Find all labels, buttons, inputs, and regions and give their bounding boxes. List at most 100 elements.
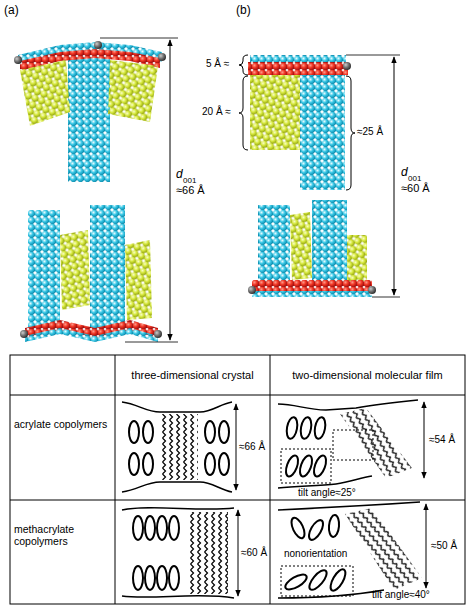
dotted-box — [281, 566, 353, 596]
yellow-block — [290, 212, 312, 280]
mesogen — [143, 453, 153, 475]
mesogen — [205, 421, 215, 443]
dimension-value: ≈60 Å — [241, 547, 267, 559]
annotation-text: tilt angle≈40° — [372, 589, 430, 601]
backbone-line — [122, 482, 232, 492]
annotation-text: tilt angle≈25° — [298, 487, 356, 499]
mesogen — [129, 453, 139, 475]
brace — [239, 76, 248, 150]
mesogen — [298, 454, 315, 478]
dimension-subscript: 001 — [408, 174, 421, 183]
row-header: acrylate copolymers — [14, 418, 114, 430]
mesogen — [133, 566, 143, 590]
dimension-arrow — [238, 510, 239, 596]
dimension-symbol: d — [176, 168, 183, 182]
table-rule — [10, 395, 465, 396]
dimension-arrow — [236, 404, 237, 490]
molecular-model-a — [14, 38, 178, 342]
cyan-column — [312, 200, 347, 285]
mesogen — [169, 516, 179, 540]
gray-atom — [248, 286, 256, 294]
cyan-layer — [25, 328, 158, 342]
mesogen — [289, 516, 307, 540]
mesogen — [299, 416, 313, 439]
gray-atom — [154, 330, 162, 338]
tilted-chains — [340, 408, 412, 478]
dimension-value: ≈25 Å — [357, 126, 383, 138]
mesogen — [285, 416, 299, 439]
annotation-text: nonorientation — [284, 548, 347, 560]
schematic-acrylate-film — [278, 400, 424, 488]
schematic-methacrylate-film — [278, 502, 426, 598]
cyan-column — [300, 75, 345, 190]
mesogen — [157, 516, 167, 540]
yellow-block — [125, 240, 152, 320]
alkyl-chains — [162, 414, 198, 480]
extension-line — [125, 342, 178, 343]
mesogen — [219, 421, 229, 443]
table-rule — [115, 355, 116, 604]
brace — [346, 76, 355, 190]
yellow-block — [20, 60, 70, 126]
yellow-block — [108, 60, 158, 122]
cyan-layer — [250, 55, 346, 63]
gray-atom — [343, 62, 351, 70]
mesogen — [205, 453, 215, 475]
dimension-value: ≈66 Å — [239, 441, 265, 453]
gray-atom — [368, 286, 376, 294]
yellow-block — [250, 75, 300, 150]
backbone-line — [278, 400, 418, 410]
mesogen — [133, 516, 143, 540]
dotted-box — [333, 430, 373, 460]
dimension-arrow — [426, 504, 427, 588]
gray-atom — [94, 41, 102, 49]
dimension-value: ≈50 Å — [431, 540, 457, 552]
extension-line — [100, 38, 178, 39]
gray-atom — [14, 56, 22, 64]
cyan-column — [28, 210, 60, 330]
table-rule — [10, 500, 465, 501]
column-header: two-dimensional molecular film — [270, 369, 465, 382]
mesogen — [145, 516, 155, 540]
mesogen — [313, 416, 327, 439]
dimension-value: 5 Å ≈ — [206, 58, 229, 70]
extension-line — [346, 55, 400, 56]
dimension-arrow — [394, 57, 395, 295]
mesogen — [169, 566, 179, 590]
mesogen — [145, 566, 155, 590]
mesogen — [219, 453, 229, 475]
panel-label: (b) — [236, 4, 251, 18]
mesogen — [283, 572, 309, 593]
mesogen — [306, 518, 326, 542]
cyan-column — [68, 52, 110, 182]
panel-label: (a) — [4, 4, 19, 18]
mesogen — [129, 421, 139, 443]
yellow-block — [60, 230, 90, 310]
dotted-box — [281, 449, 331, 483]
mesogen — [284, 454, 301, 478]
dimension-subscript: 001 — [183, 176, 196, 185]
extension-line — [372, 297, 400, 298]
schematic-methacrylate-crystal — [122, 508, 238, 598]
backbone-line — [122, 508, 234, 510]
backbone-line — [122, 402, 232, 412]
cyan-layer — [252, 291, 372, 297]
table-border — [10, 355, 465, 604]
dimension-value: ≈54 Å — [429, 434, 455, 446]
dimension-arrow — [170, 40, 171, 340]
backbone-line — [122, 596, 234, 598]
tilted-chains — [345, 508, 422, 590]
column-header: three-dimensional crystal — [115, 369, 270, 382]
mesogen — [157, 566, 167, 590]
mesogen — [306, 568, 329, 593]
backbone-line — [278, 502, 420, 510]
table-rule — [270, 355, 271, 604]
red-layer — [248, 62, 348, 75]
brace — [239, 55, 248, 75]
mesogen — [328, 515, 340, 538]
cyan-column — [258, 205, 290, 285]
gray-atom — [158, 53, 166, 61]
schematic-acrylate-crystal — [122, 402, 236, 492]
